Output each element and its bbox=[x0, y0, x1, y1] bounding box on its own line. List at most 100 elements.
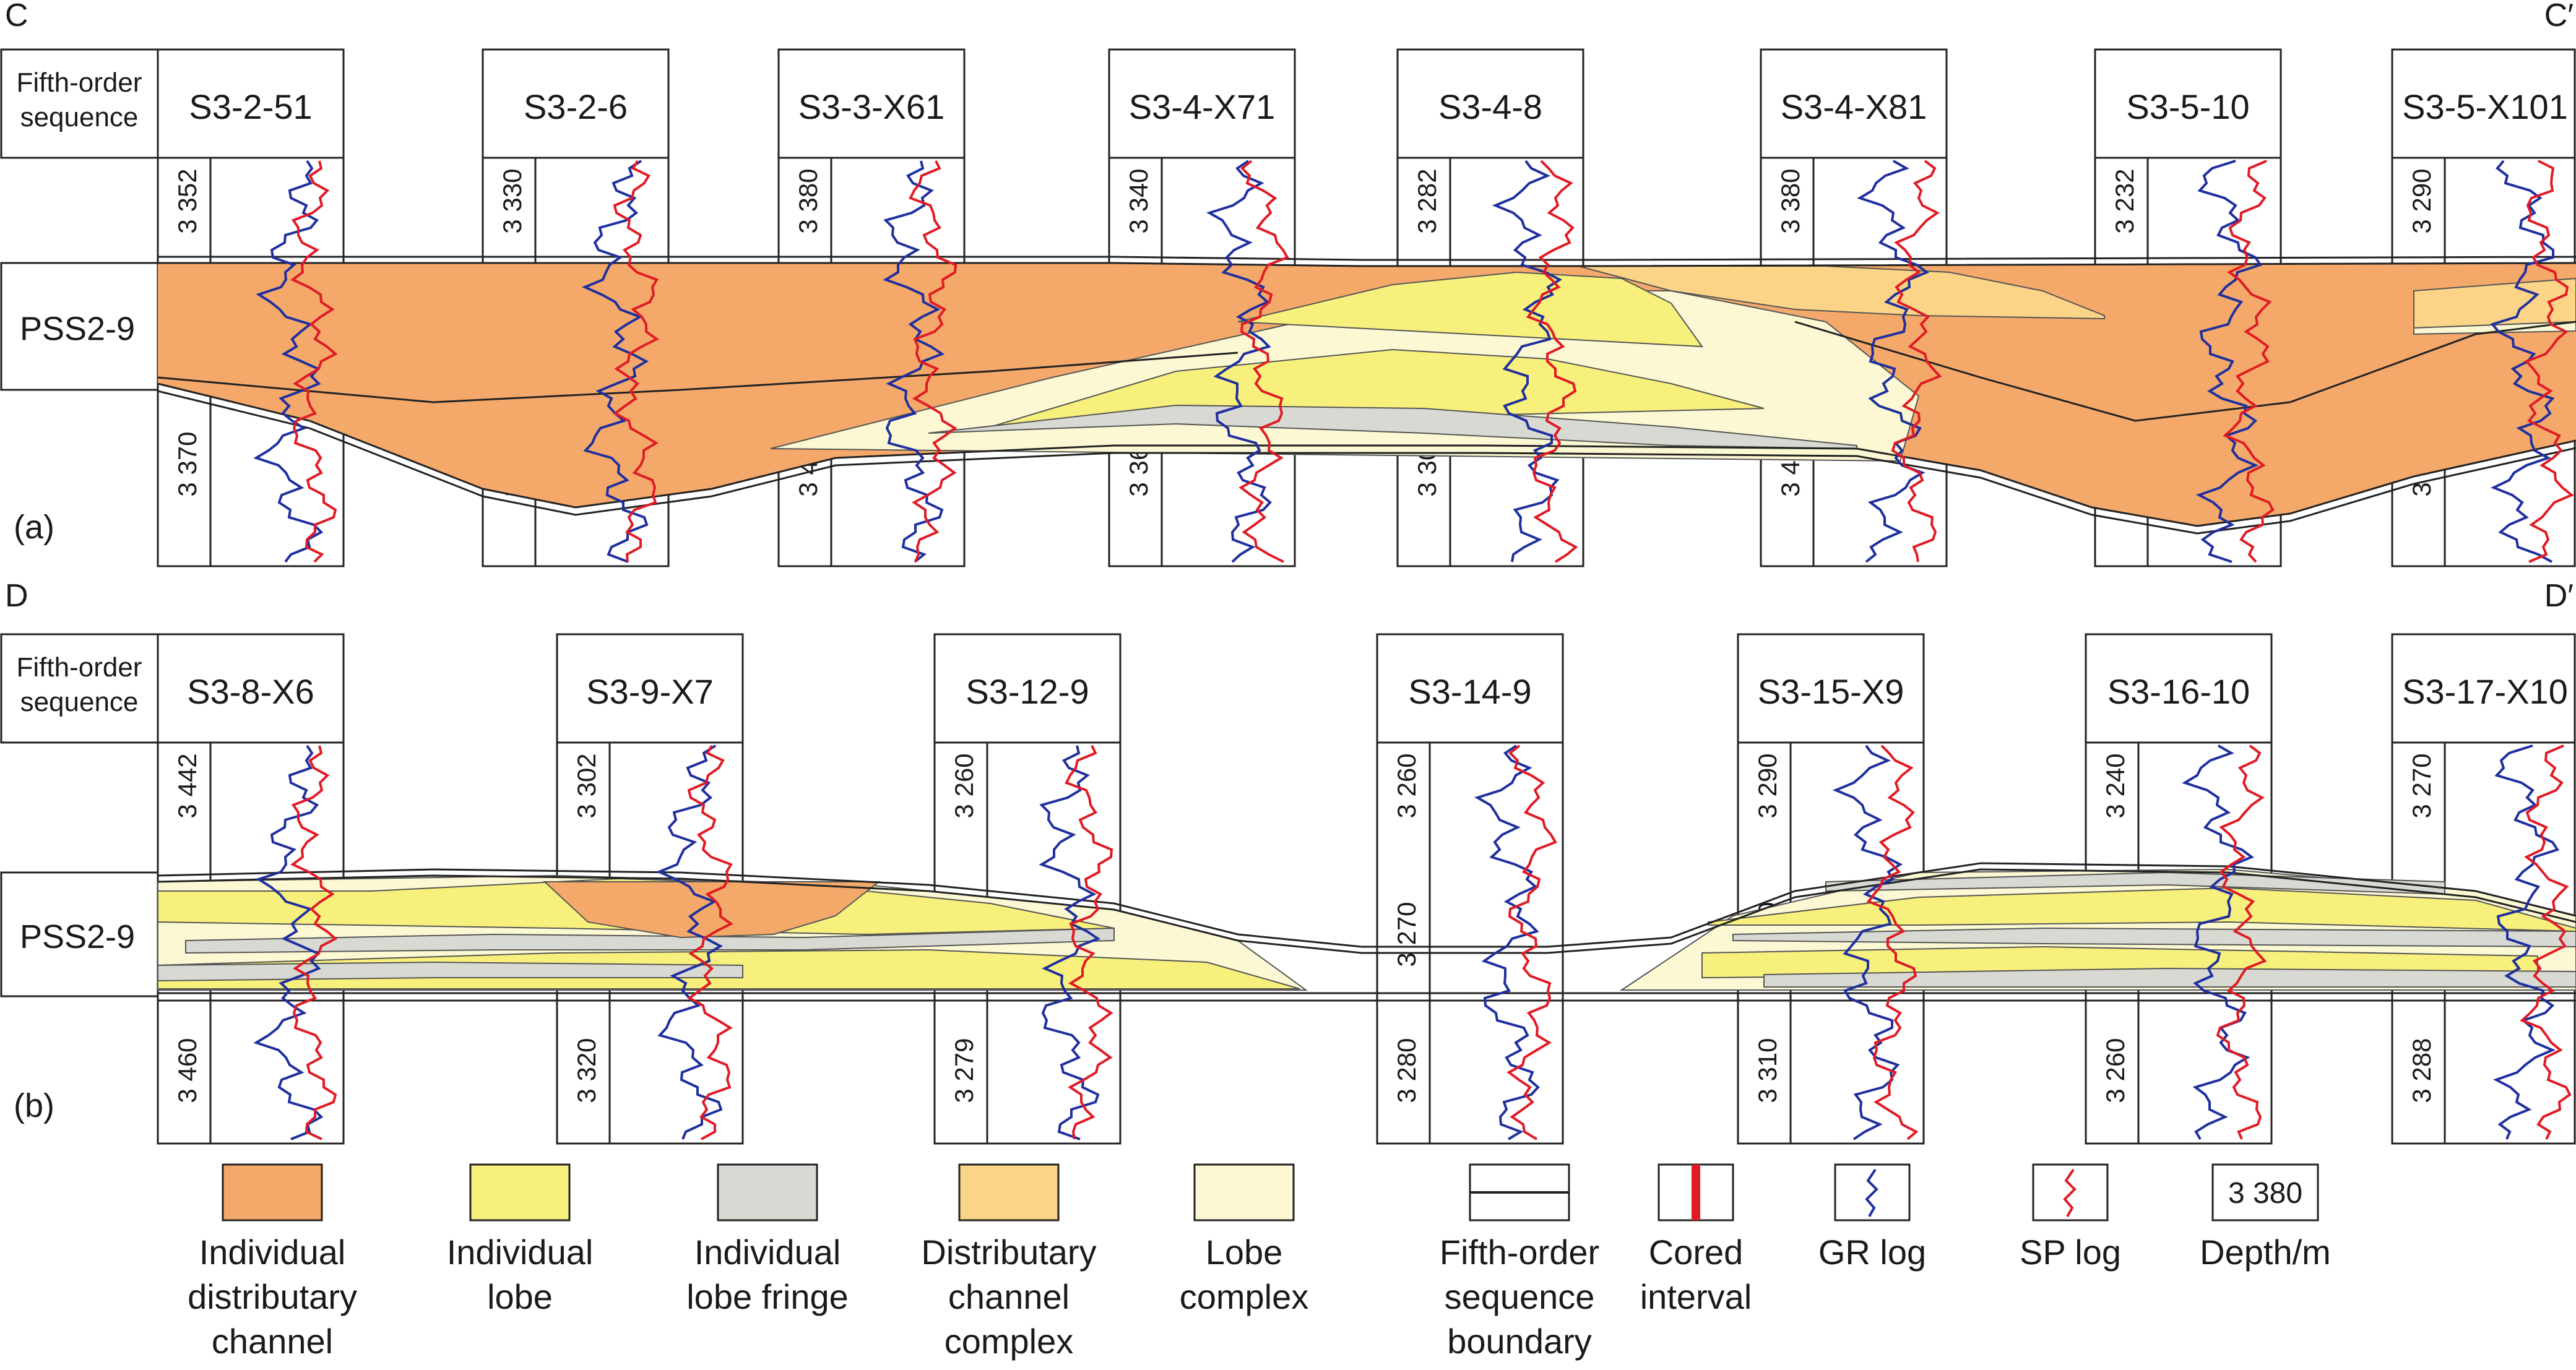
section-start-letter: C bbox=[5, 0, 28, 33]
channel-complex-body bbox=[2413, 277, 2576, 329]
legend-item: GR log bbox=[1818, 1163, 1926, 1272]
sequence-name-cell bbox=[0, 871, 159, 997]
gr-log-curve bbox=[253, 744, 324, 1140]
depth-label: 3 320 bbox=[572, 1038, 601, 1103]
sp-log-curve bbox=[2524, 160, 2574, 563]
sp-log-curve bbox=[1866, 744, 1919, 1140]
sp-log-curve bbox=[909, 160, 957, 562]
legend-label: GR log bbox=[1818, 1233, 1926, 1272]
well-name: S3-4-X81 bbox=[1781, 87, 1927, 126]
well-name-cell bbox=[1737, 633, 1925, 744]
well-name-cell bbox=[482, 48, 670, 159]
well-name: S3-4-8 bbox=[1438, 87, 1542, 126]
well-name: S3-9-X7 bbox=[586, 672, 713, 711]
depth-label: 3 280 bbox=[1392, 1038, 1421, 1103]
channel_complex-swatch bbox=[958, 1163, 1060, 1221]
legend-label: channel bbox=[212, 1322, 333, 1361]
well-name: S3-16-10 bbox=[2107, 672, 2250, 711]
well-name: S3-3-X61 bbox=[798, 87, 945, 126]
lobe_complex-swatch bbox=[1193, 1163, 1295, 1221]
channel-swatch bbox=[222, 1163, 323, 1221]
sp-log-curve bbox=[1506, 744, 1557, 1140]
sequence-header-cell bbox=[0, 633, 159, 744]
sequence-boundary-top bbox=[157, 868, 2576, 954]
internal-boundary-line bbox=[157, 351, 1238, 403]
sp-log-curve bbox=[2520, 744, 2572, 1140]
sequence-header-label: sequence bbox=[20, 102, 139, 132]
gr-log-curve bbox=[253, 160, 324, 563]
depth-label: 3 232 bbox=[2110, 168, 2139, 233]
legend-label: lobe fringe bbox=[686, 1277, 849, 1316]
section-end-letter: C′ bbox=[2544, 0, 2574, 33]
depth-label: 3 442 bbox=[173, 753, 202, 818]
sp-log-curve bbox=[1065, 745, 1113, 1140]
sequence-boundary-top bbox=[157, 862, 2576, 948]
gr-log-curve bbox=[1039, 745, 1101, 1140]
gr-log-curve bbox=[581, 160, 649, 563]
depth-label: 3 260 bbox=[949, 753, 979, 818]
well-name-cell bbox=[556, 633, 744, 744]
gr-log-curve bbox=[655, 744, 724, 1140]
gr-log-curve bbox=[2182, 744, 2255, 1140]
sp-log-curve bbox=[2216, 744, 2267, 1140]
depth-label: 3 352 bbox=[173, 168, 202, 233]
depth-label: 3 330 bbox=[498, 168, 527, 233]
cored-swatch-bar bbox=[1692, 1165, 1700, 1220]
well-name-cell bbox=[777, 48, 966, 159]
well-name-cell bbox=[2391, 633, 2576, 744]
well-name: S3-5-10 bbox=[2126, 87, 2249, 126]
sp-log-curve bbox=[2223, 160, 2275, 563]
depth-label: 3 282 bbox=[1412, 168, 1441, 233]
sequence-header-label: sequence bbox=[20, 687, 139, 717]
channel-complex-body bbox=[1578, 265, 2105, 320]
well-name: S3-14-9 bbox=[1408, 672, 1531, 711]
depth-label: 3 302 bbox=[572, 753, 601, 818]
gr-log-curve bbox=[1206, 160, 1272, 563]
individual-lobe-body bbox=[1708, 887, 2576, 933]
lobe-fringe-body bbox=[1732, 927, 2576, 948]
legend-label: Distributary bbox=[921, 1233, 1096, 1272]
lobe-swatch bbox=[469, 1163, 571, 1221]
depth-label: 3 290 bbox=[2407, 168, 2436, 233]
depth-label: 3 260 bbox=[1392, 753, 1421, 818]
well-name: S3-4-X71 bbox=[1129, 87, 1276, 126]
well-name-cell bbox=[157, 633, 345, 744]
depth-label: 3 310 bbox=[1753, 1038, 1782, 1103]
section-start-letter: D bbox=[5, 578, 28, 614]
sequence-boundary-top bbox=[158, 262, 2576, 267]
legend-item: SP log bbox=[2020, 1163, 2121, 1272]
well-name: S3-2-6 bbox=[524, 87, 628, 126]
legend-label: interval bbox=[1640, 1277, 1752, 1316]
gr-log-curve bbox=[1857, 160, 1930, 563]
gr-swatch-curve bbox=[1865, 1168, 1878, 1217]
depth-label: 3 270 bbox=[2407, 753, 2436, 818]
panel-label: (b) bbox=[14, 1087, 54, 1124]
sp-log-curve bbox=[1526, 160, 1578, 563]
sequence-header-label: Fifth-order bbox=[17, 652, 142, 683]
individual-lobe-body bbox=[1237, 271, 1704, 348]
legend-label: Fifth-order bbox=[1440, 1233, 1599, 1272]
panel-label: (a) bbox=[14, 509, 54, 546]
well-name: S3-2-51 bbox=[189, 87, 312, 126]
depth-label: 3 260 bbox=[2101, 1038, 2130, 1103]
sp-swatch-curve bbox=[2063, 1168, 2077, 1217]
sp-log-curve bbox=[290, 745, 338, 1140]
sp-log-curve bbox=[1891, 160, 1942, 562]
well-name: S3-15-X9 bbox=[1758, 672, 1904, 711]
legend: IndividualdistributarychannelIndividuall… bbox=[188, 1163, 2331, 1361]
fringe-swatch bbox=[717, 1163, 818, 1221]
legend-label: Individual bbox=[447, 1233, 594, 1272]
